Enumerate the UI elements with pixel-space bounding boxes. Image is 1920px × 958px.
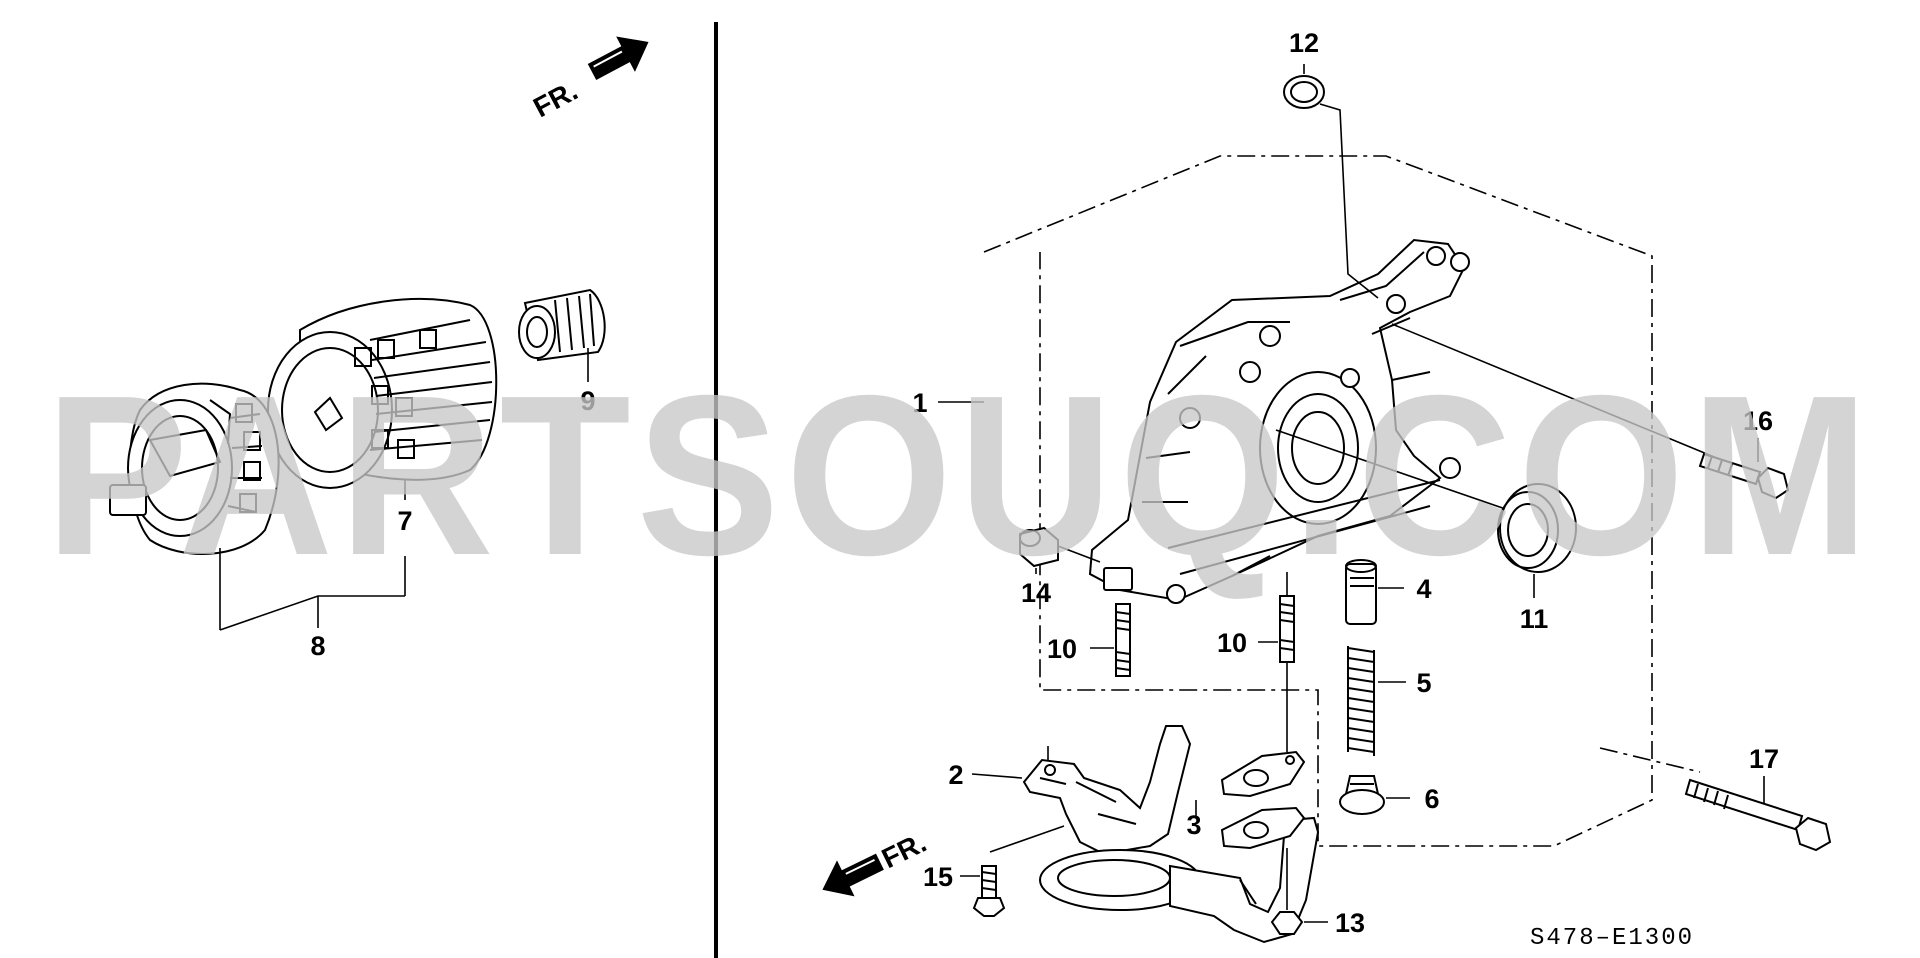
leader-2 <box>971 773 1023 779</box>
bolt-part-16 <box>1391 323 1790 500</box>
callout-15: 15 <box>923 862 953 892</box>
callout-7: 7 <box>397 506 412 536</box>
callout-17: 17 <box>1749 744 1779 774</box>
callout-16: 16 <box>1743 406 1773 436</box>
fr-arrow-right-panel: FR. <box>822 827 931 897</box>
flange-bolt-part-15 <box>972 825 1065 917</box>
callout-4: 4 <box>1416 574 1431 604</box>
callout-8: 8 <box>310 631 325 661</box>
fr-arrow-icon <box>822 853 884 897</box>
leader-pump-seal <box>1275 429 1521 515</box>
fr-arrow-icon <box>587 36 649 80</box>
callout-11: 11 <box>1520 604 1549 634</box>
callout-13: 13 <box>1335 908 1365 938</box>
sealing-bolt-part-6 <box>1339 775 1385 815</box>
watermark: PARTSOUQ.COM <box>45 349 1875 603</box>
callout-6: 6 <box>1424 784 1439 814</box>
collar-part-14 <box>1019 526 1059 568</box>
callout-1: 1 <box>912 388 927 418</box>
callout-10-right: 10 <box>1217 628 1247 658</box>
bolt-part-17 <box>1684 778 1832 852</box>
callout-12: 12 <box>1289 28 1319 58</box>
filter-element-part-8 <box>109 382 280 555</box>
callout-3: 3 <box>1186 810 1201 840</box>
diagram-code: S478–E1300 <box>1530 925 1694 952</box>
boundary-link-17 <box>1599 747 1701 773</box>
stud-bolt-part-10-left <box>1115 603 1131 677</box>
stud-bolt-part-10-right <box>1279 595 1295 663</box>
spring-part-5 <box>1347 646 1375 756</box>
relief-valve-part-4 <box>1345 559 1377 625</box>
fitting-part-9 <box>518 288 606 362</box>
nut-part-13 <box>1270 911 1304 935</box>
fr-arrow-left-panel: FR. <box>528 36 649 124</box>
callout-9: 9 <box>580 386 595 416</box>
gasket-part-3 <box>1220 750 1306 850</box>
callout-5: 5 <box>1416 668 1431 698</box>
callout-2: 2 <box>948 760 963 790</box>
callout-14: 14 <box>1021 578 1051 608</box>
callout-10-left: 10 <box>1047 634 1077 664</box>
snap-ring-part-12 <box>1283 75 1325 109</box>
oil-seal-part-11 <box>1497 483 1577 573</box>
assembly-boundary <box>983 155 1653 847</box>
leader-14-pump <box>1057 545 1101 563</box>
oil-filter-part-7 <box>267 298 498 489</box>
oil-pump-part-1 <box>1088 238 1470 604</box>
leader-12-ring <box>1319 103 1379 299</box>
fr-label-left: FR. <box>528 75 582 124</box>
